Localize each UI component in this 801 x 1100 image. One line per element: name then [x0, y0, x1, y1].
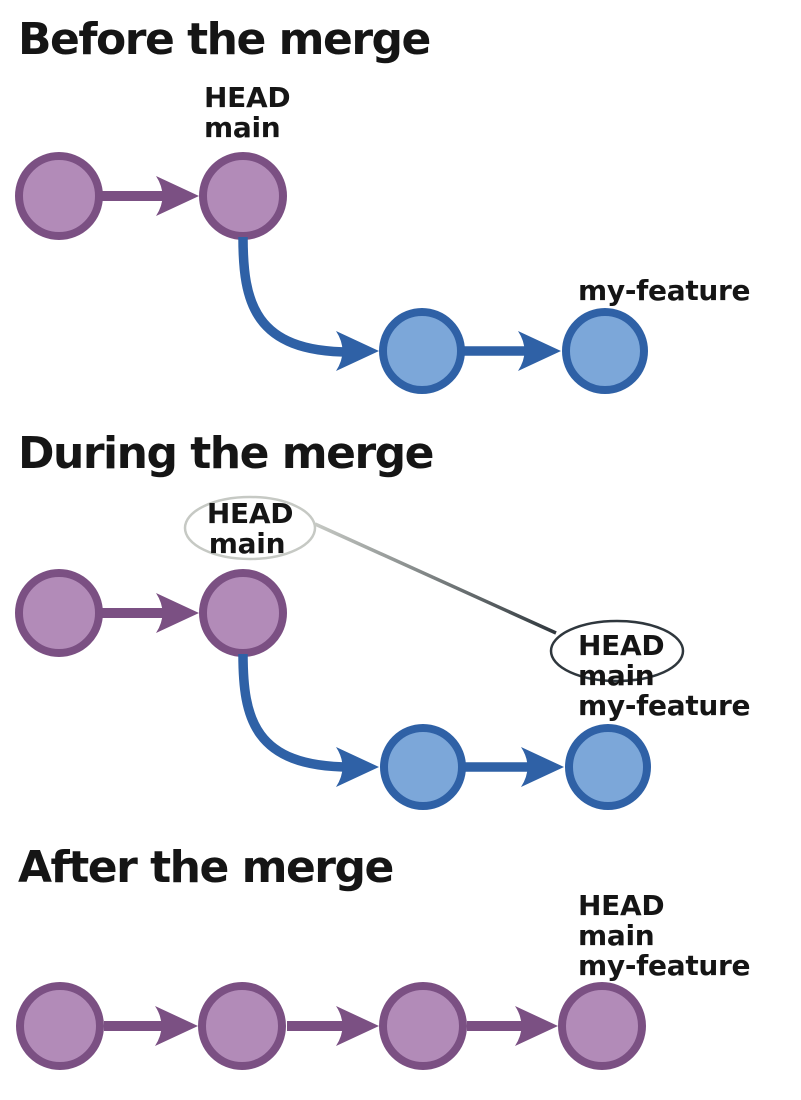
head-ref-badge	[549, 619, 685, 683]
commit-node	[198, 982, 286, 1070]
feature-branch-label: my-feature	[578, 274, 750, 307]
commit-arrowhead-icon	[521, 747, 564, 787]
commit-node	[15, 152, 103, 240]
main-branch-label: main	[578, 659, 654, 692]
commit-arrowhead-icon	[336, 747, 379, 787]
commit-node	[15, 569, 103, 657]
commit-arrowhead-icon	[336, 1006, 379, 1046]
commit-node	[379, 982, 467, 1070]
head-ref-badge-ghost	[183, 495, 317, 561]
commit-arrowhead-icon	[156, 593, 199, 633]
section-after: After the merge HEAD main my-feature	[16, 842, 751, 1070]
commit-node	[16, 982, 104, 1070]
ghost-main-branch-label: main	[209, 527, 285, 560]
branch-curve	[238, 653, 351, 772]
ghost-head-ref-label: HEAD	[207, 497, 293, 530]
main-branch-label: main	[578, 919, 654, 952]
commit-node	[199, 569, 287, 657]
commit-arrowhead-icon	[156, 176, 199, 216]
commit-arrowhead-icon	[336, 331, 379, 371]
commit-arrowhead-icon	[155, 1006, 198, 1046]
commit-node	[199, 152, 287, 240]
branch-curve	[238, 236, 351, 357]
main-branch-label: main	[204, 111, 280, 144]
head-ref-label: HEAD	[204, 81, 290, 114]
section-during: During the merge HEAD main HEAD main my-…	[15, 428, 751, 810]
ref-move-line	[314, 522, 557, 635]
section-during-title: During the merge	[18, 428, 433, 479]
section-after-title: After the merge	[18, 842, 393, 893]
commit-node	[558, 982, 646, 1070]
commit-arrowhead-icon	[515, 1006, 558, 1046]
section-before: Before the merge HEAD main my-feature	[15, 14, 751, 394]
section-before-title: Before the merge	[18, 14, 430, 65]
commit-node	[380, 724, 466, 810]
feature-branch-label: my-feature	[578, 689, 750, 722]
commit-arrowhead-icon	[518, 331, 561, 371]
commit-node	[379, 308, 465, 394]
head-ref-label: HEAD	[578, 889, 664, 922]
commit-node	[565, 724, 651, 810]
feature-branch-label: my-feature	[578, 949, 750, 982]
commit-node	[562, 308, 648, 394]
head-ref-label: HEAD	[578, 629, 664, 662]
